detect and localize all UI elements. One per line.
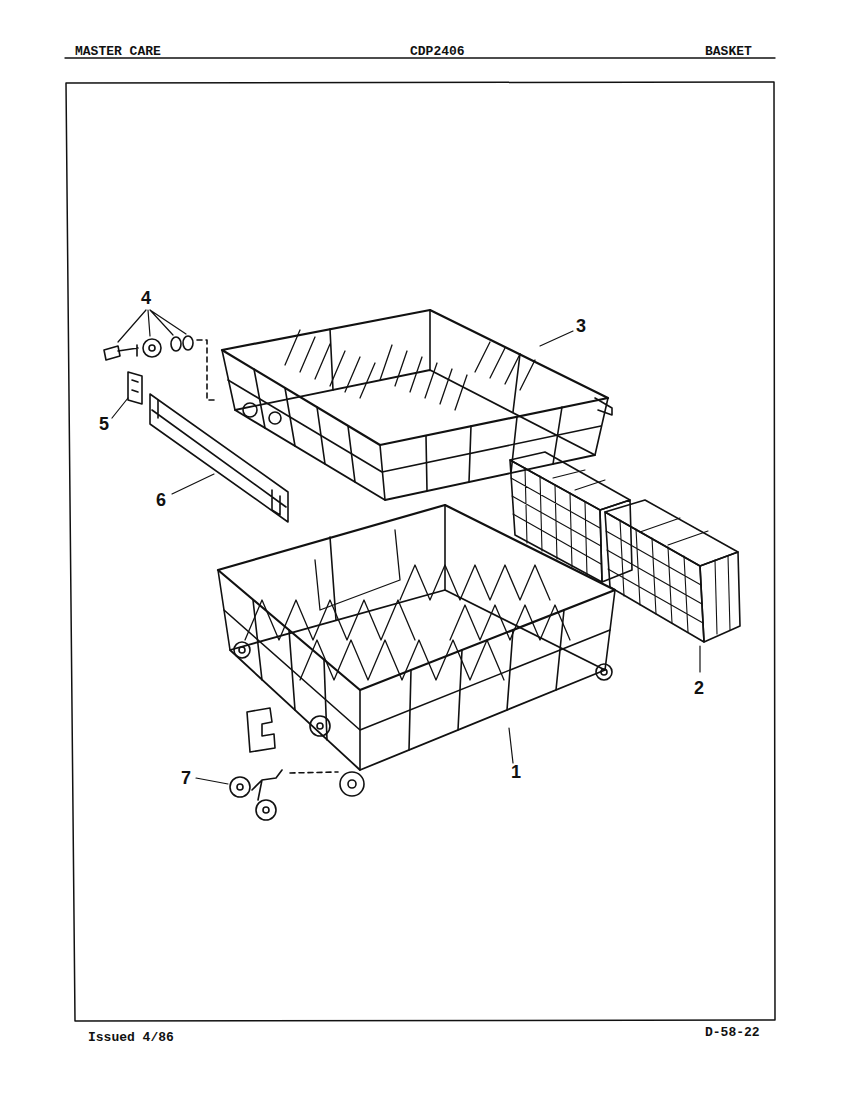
page-code: D-58-22 [705, 1026, 760, 1039]
header-text: MASTER CARE [75, 45, 161, 58]
callout-number: 4 [141, 289, 151, 307]
callout-number: 7 [181, 769, 191, 787]
callout-number: 3 [576, 317, 586, 335]
callout-number: 1 [511, 763, 521, 781]
model-number: CDP2406 [410, 45, 465, 58]
callout-number: 5 [99, 415, 109, 433]
callout-number: 2 [694, 679, 704, 697]
callout-number: 6 [156, 491, 166, 509]
header-text: BASKET [705, 45, 752, 58]
issue-date: Issued 4/86 [88, 1031, 174, 1044]
